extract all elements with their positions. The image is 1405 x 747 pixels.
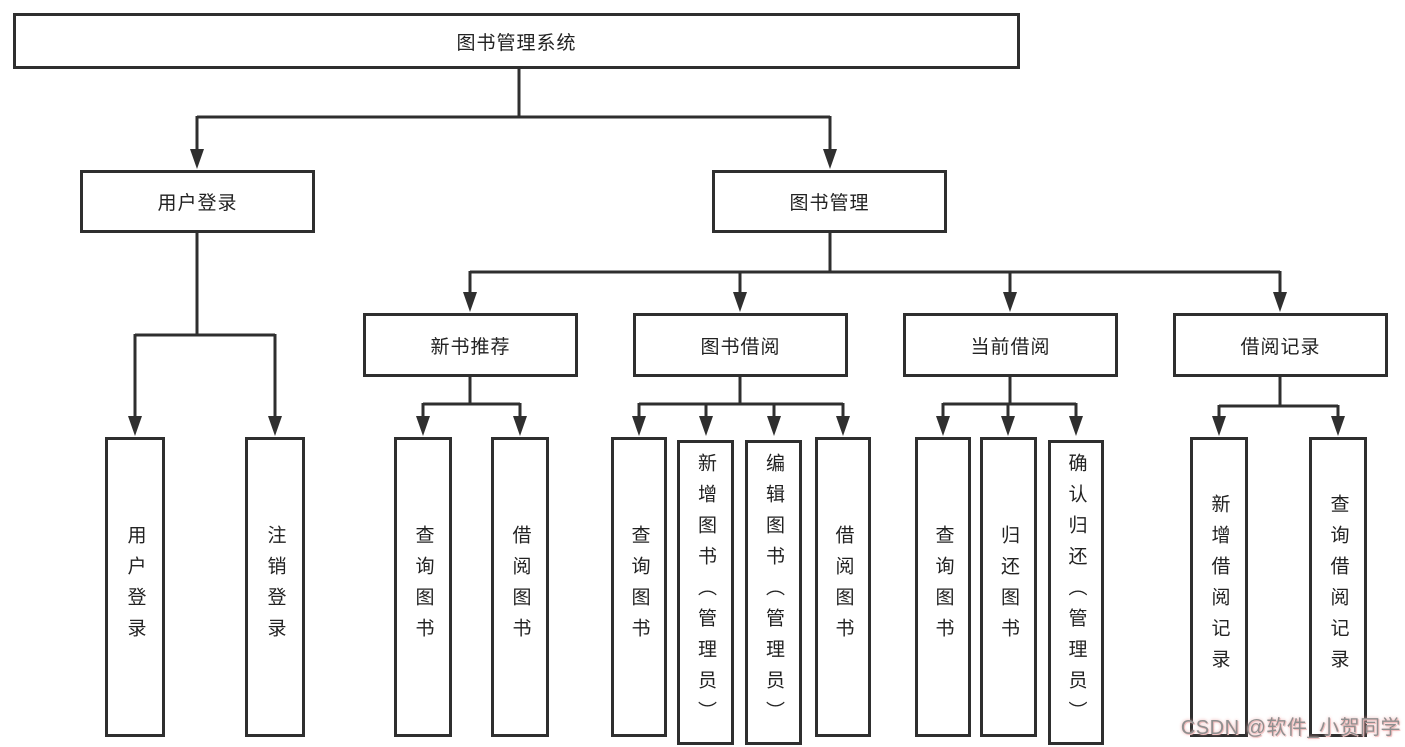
leaf-query-books-borrowing: 查询图书 — [611, 437, 667, 737]
leaf-borrow-books-recommend: 借阅图书 — [491, 437, 549, 737]
leaf-borrow-books-borrowing: 借阅图书 — [815, 437, 871, 737]
leaf-edit-book-admin: 编辑图书（管理员） — [745, 440, 802, 745]
leaf-query-books-current: 查询图书 — [915, 437, 971, 737]
node-user-login: 用户登录 — [80, 170, 315, 233]
leaf-user-login: 用户登录 — [105, 437, 165, 737]
leaf-add-book-admin: 新增图书（管理员） — [677, 440, 734, 745]
csdn-watermark: CSDN @软件_小贺同学 — [1180, 717, 1401, 739]
node-book-borrowing: 图书借阅 — [633, 313, 848, 377]
node-new-book-recommendation: 新书推荐 — [363, 313, 578, 377]
leaf-return-books: 归还图书 — [980, 437, 1037, 737]
leaf-add-borrow-record: 新增借阅记录 — [1190, 437, 1248, 737]
leaf-confirm-return-admin: 确认归还（管理员） — [1048, 440, 1104, 745]
node-borrowing-records: 借阅记录 — [1173, 313, 1388, 377]
leaf-query-books-recommend: 查询图书 — [394, 437, 452, 737]
leaf-logout: 注销登录 — [245, 437, 305, 737]
node-book-management: 图书管理 — [712, 170, 947, 233]
node-root: 图书管理系统 — [13, 13, 1020, 69]
node-current-borrowing: 当前借阅 — [903, 313, 1118, 377]
leaf-query-borrow-record: 查询借阅记录 — [1309, 437, 1367, 737]
